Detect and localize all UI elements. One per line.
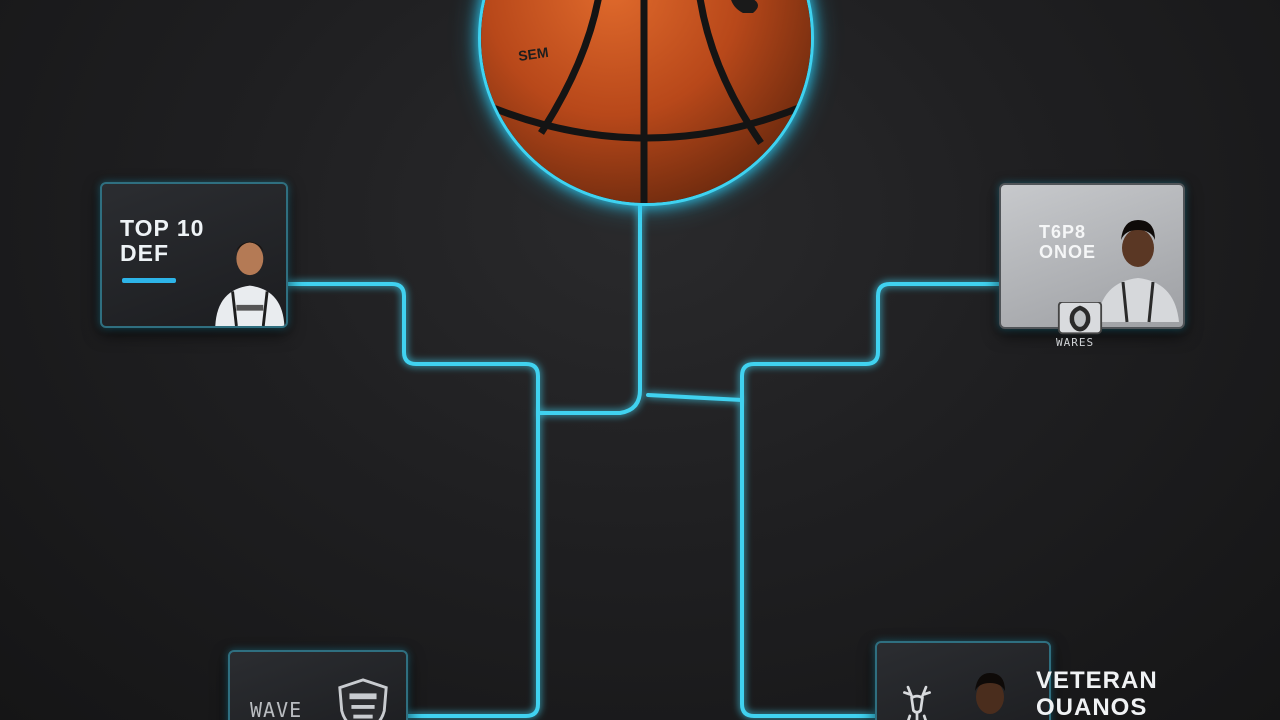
ball-imprint: SEM (517, 44, 549, 64)
card-title: TOP 10 DEF (120, 215, 205, 267)
connector-top-right (740, 282, 1000, 718)
connector-top-left (284, 282, 540, 718)
player-portrait-icon (1097, 220, 1179, 323)
team-crest-icon (1057, 302, 1103, 335)
accent-bar (122, 278, 176, 283)
card-bottom-left[interactable]: WAVE (228, 650, 408, 720)
player-portrait-icon (215, 241, 285, 326)
deer-mascot-icon (903, 685, 931, 720)
shield-crest-icon (338, 678, 388, 720)
connector-ball-right (646, 393, 744, 402)
card-glyph-text: WAVE (250, 698, 303, 720)
basketball-icon: SEM (481, 0, 811, 203)
player-portrait-icon (975, 673, 1005, 714)
card-title: T6P8 ONOE (1039, 222, 1097, 262)
connector-ball-stem (538, 198, 642, 415)
team-crest-caption: WARES (1056, 336, 1095, 349)
veteran-label: VETERAN OUANOS (1036, 667, 1158, 720)
basketball-emblem: SEM (478, 0, 814, 206)
card-top-10-def[interactable]: TOP 10 DEF (100, 182, 288, 328)
card-bottom-right[interactable] (875, 641, 1051, 720)
